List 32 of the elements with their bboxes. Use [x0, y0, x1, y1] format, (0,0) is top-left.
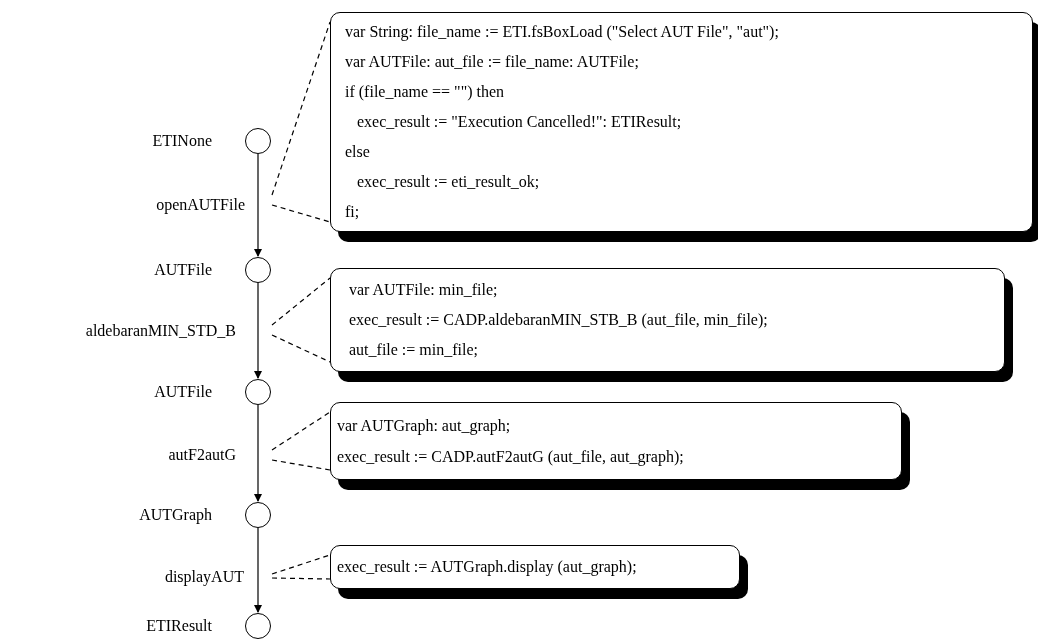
code-line: exec_result := eti_result_ok; — [357, 172, 540, 192]
edge-label: openAUTFile — [156, 195, 245, 215]
edge-label: displayAUT — [164, 567, 244, 587]
code-line: var String: file_name := ETI.fsBoxLoad ("Select AUT File", "aut"); — [345, 22, 779, 43]
code-line: var AUTFile: min_file; — [349, 280, 498, 300]
arrow — [254, 153, 262, 257]
code-line: else — [345, 142, 370, 162]
code-line: exec_result := CADP.autF2autG (aut_file, aut_graph); — [337, 447, 684, 468]
code-line: exec_result := CADP.aldebaranMIN_STB_B (aut_file, min_file); — [349, 310, 768, 331]
leader-line — [271, 554, 331, 575]
arrow — [254, 282, 262, 379]
leader-line — [271, 411, 331, 451]
code-line: var AUTFile: aut_file := file_name: AUTFile; — [345, 52, 639, 72]
code-line: var AUTGraph: aut_graph; — [337, 416, 511, 437]
leader-line — [271, 204, 331, 223]
arrow — [254, 404, 262, 502]
state-label: AUTGraph — [139, 505, 212, 525]
code-line: exec_result := AUTGraph.display (aut_graph); — [337, 557, 637, 578]
code-line: if (file_name == "") then — [345, 82, 505, 103]
leader-line — [271, 277, 331, 326]
code-line: aut_file := min_file; — [349, 340, 478, 360]
state-label: AUTFile — [154, 260, 212, 280]
leader-line — [271, 21, 331, 196]
leader-line — [271, 577, 331, 580]
edge-label: aldebaranMIN_STD_B — [85, 321, 236, 341]
code-line: exec_result := "Execution Cancelled!": ETIResult; — [357, 112, 682, 132]
code-line: fi; — [345, 202, 360, 222]
leader-line — [271, 459, 331, 471]
state-label: AUTFile — [154, 382, 212, 402]
state-label: ETIResult — [146, 616, 212, 636]
arrow — [254, 527, 262, 613]
state-label: ETINone — [152, 131, 212, 151]
